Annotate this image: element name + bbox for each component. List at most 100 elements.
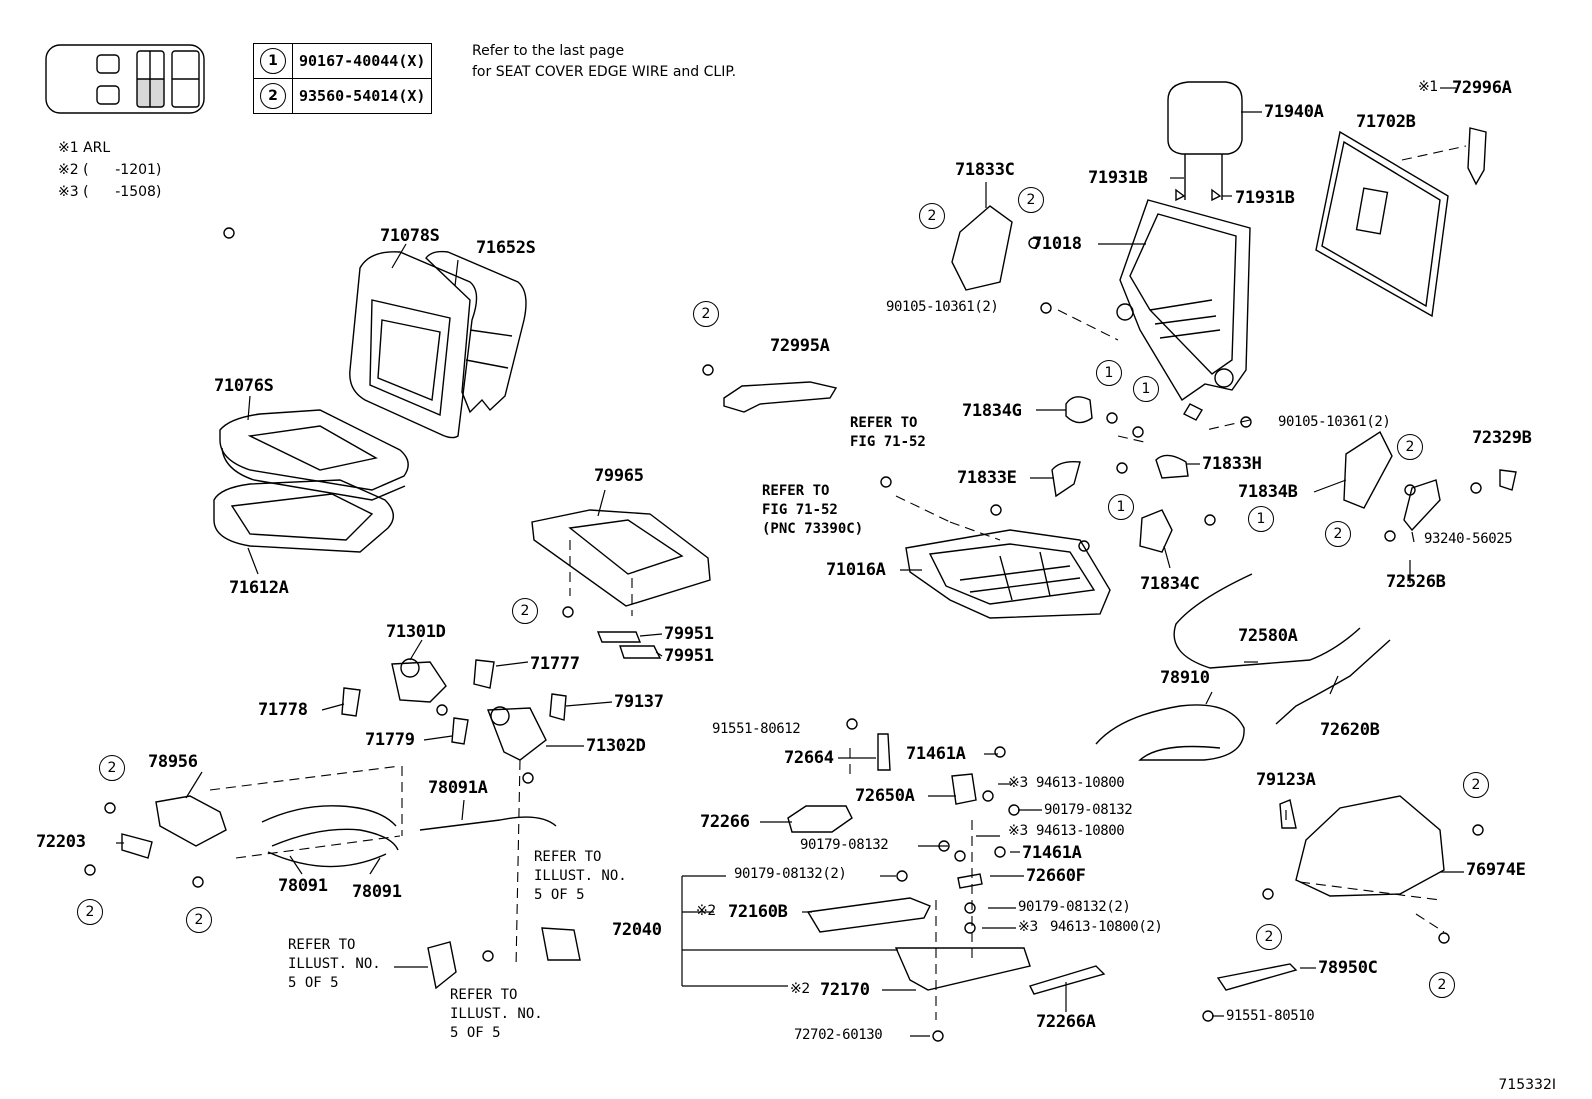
note-line-1: Refer to the last page: [472, 43, 625, 59]
reference-note: REFER TO FIG 71-52: [850, 415, 926, 450]
part-label: 71931B: [1088, 168, 1148, 188]
rear-cover-drawing: [1216, 795, 1445, 991]
part-label: 72580A: [1238, 626, 1298, 646]
handle-78956-drawing: [121, 795, 227, 859]
part-label: 91551-80612: [712, 721, 801, 737]
seat-rails-drawing: [806, 897, 1106, 995]
part-label: 72266: [700, 812, 750, 832]
key-mark: ※2: [790, 981, 810, 997]
part-label: 78091A: [428, 778, 488, 798]
part-label: 79137: [614, 692, 664, 712]
callout-circle: 2: [186, 907, 212, 933]
legend-part-cell: 90167-40044(X): [291, 43, 433, 79]
part-label: 78910: [1160, 668, 1210, 688]
part-label: 78950C: [1318, 958, 1378, 978]
legend-num-cell: 1: [253, 43, 293, 79]
part-label: 71302D: [586, 736, 646, 756]
part-label: 71940A: [1264, 102, 1324, 122]
part-label: 78091: [278, 876, 328, 896]
part-label: 79965: [594, 466, 644, 486]
part-label: 71076S: [214, 376, 274, 396]
part-label: 71702B: [1356, 112, 1416, 132]
part-label: 72160B: [728, 902, 788, 922]
part-label: 72995A: [770, 336, 830, 356]
callout-circle: 2: [512, 598, 538, 624]
part-label: 90179-08132(2): [734, 866, 847, 882]
part-label: 71834G: [962, 401, 1022, 421]
part-label: 71833E: [957, 468, 1017, 488]
seat-frame-drawing: [905, 529, 1111, 619]
leader-lines: [116, 87, 1464, 1037]
lock-parts-drawing: [787, 733, 983, 889]
key-mark: ※3: [1008, 775, 1028, 791]
part-label: 72170: [820, 980, 870, 1000]
callout-circle: 1: [1248, 506, 1274, 532]
key-note-2: ※2 ( -1201): [58, 162, 162, 178]
legend-row: 2 93560-54014(X): [253, 78, 433, 114]
part-label: 71833C: [955, 160, 1015, 180]
side-covers-drawing: [1051, 396, 1517, 553]
cover-71833c-drawing: [951, 205, 1013, 291]
reference-note: REFER TO ILLUST. NO. 5 OF 5: [534, 849, 627, 903]
part-label: 94613-10800: [1036, 775, 1125, 791]
callout-circle: 1: [1133, 376, 1159, 402]
part-label: 90105-10361(2): [1278, 414, 1391, 430]
seat-cushion-drawing: [213, 409, 409, 553]
part-label: 72266A: [1036, 1012, 1096, 1032]
legend-row: 1 90167-40044(X): [253, 43, 433, 79]
callout-circle: 2: [1018, 187, 1044, 213]
bracket-72995a-drawing: [723, 381, 838, 413]
clip-72996a-drawing: [1467, 127, 1487, 186]
callout-circle: 2: [1397, 434, 1423, 460]
legend-part-cell: 93560-54014(X): [291, 78, 433, 114]
part-label: 71301D: [386, 622, 446, 642]
fastener-legend-table: 1 90167-40044(X) 2 93560-54014(X): [253, 43, 433, 114]
part-label: 71652S: [476, 238, 536, 258]
illust-parts-drawing: [427, 927, 581, 990]
part-label: 72660F: [1026, 866, 1086, 886]
plates-79951-drawing: [596, 631, 662, 659]
reference-note: REFER TO FIG 71-52 (PNC 73390C): [762, 483, 864, 537]
cables-right-drawing: [1095, 573, 1391, 761]
part-label: 91551-80510: [1226, 1008, 1315, 1024]
part-label: 90179-08132: [800, 837, 889, 853]
part-label: 71931B: [1235, 188, 1295, 208]
cables-drawing: [261, 805, 557, 868]
part-label: 71461A: [906, 744, 966, 764]
key-mark: ※3: [1008, 823, 1028, 839]
callout-circle: 2: [1429, 972, 1455, 998]
reference-note: REFER TO ILLUST. NO. 5 OF 5: [450, 987, 543, 1041]
part-label: 71779: [365, 730, 415, 750]
part-label: 72526B: [1386, 572, 1446, 592]
key-note-3: ※3 ( -1508): [58, 184, 162, 200]
dashed-guide-lines: [209, 145, 1467, 1020]
key-mark: ※3: [1018, 919, 1038, 935]
part-label: 93240-56025: [1424, 531, 1513, 547]
seat-position-icon: [45, 44, 205, 114]
callout-circle: 2: [1325, 521, 1351, 547]
callout-circle: 1: [1096, 360, 1122, 386]
part-label: 72664: [784, 748, 834, 768]
part-label: 72203: [36, 832, 86, 852]
part-label: 90179-08132: [1044, 802, 1133, 818]
part-label: 71777: [530, 654, 580, 674]
diagram-id: 715332I: [1498, 1077, 1556, 1093]
part-label: 78956: [148, 752, 198, 772]
seatback-frame-drawing: [1116, 199, 1251, 421]
callout-circle: 2: [99, 755, 125, 781]
part-label: 79951: [664, 646, 714, 666]
seatback-cover-drawing: [349, 250, 527, 439]
part-label: 71834B: [1238, 482, 1298, 502]
part-label: 72650A: [855, 786, 915, 806]
callout-circle: 2: [1463, 772, 1489, 798]
part-label: 71833H: [1202, 454, 1262, 474]
part-label: 71778: [258, 700, 308, 720]
part-label: 71461A: [1022, 843, 1082, 863]
legend-num-cell: 2: [253, 78, 293, 114]
callout-circle: 1: [260, 48, 286, 74]
part-label: 76974E: [1466, 860, 1526, 880]
headrest-drawing: [1167, 81, 1243, 202]
part-label: 71078S: [380, 226, 440, 246]
key-mark: ※2: [696, 903, 716, 919]
